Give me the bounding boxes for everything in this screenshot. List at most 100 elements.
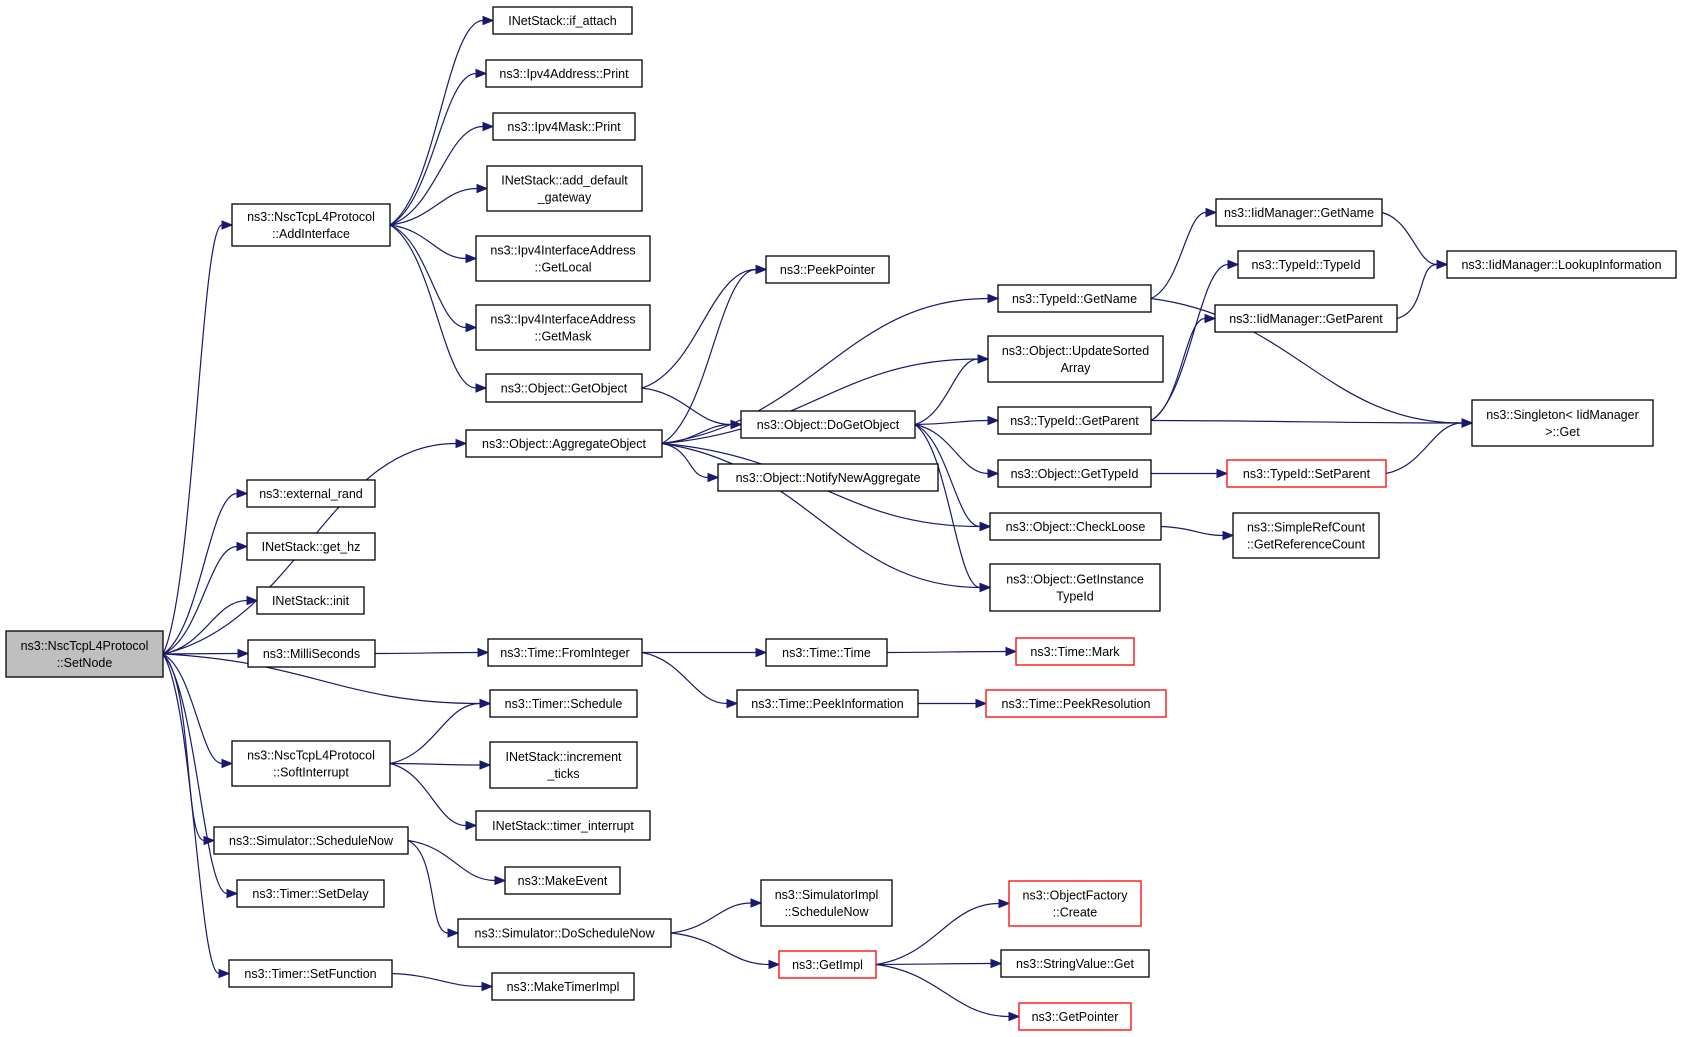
node-label-singleton_get-line-0: ns3::Singleton< IidManager: [1486, 408, 1639, 422]
node-time_mark[interactable]: ns3::Time::Mark: [1015, 637, 1135, 666]
node-lookupinformation[interactable]: ns3::IidManager::LookupInformation: [1446, 250, 1677, 279]
edge-aggregateobject-to-peekpointer: [661, 268, 757, 445]
node-peekinformation[interactable]: ns3::Time::PeekInformation: [736, 689, 919, 718]
node-doschedulenow[interactable]: ns3::Simulator::DoScheduleNow: [457, 918, 672, 948]
node-label-getobject-line-0: ns3::Object::GetObject: [501, 382, 628, 396]
node-timer_schedule[interactable]: ns3::Timer::Schedule: [489, 689, 638, 718]
node-box-timer_interrupt: [475, 810, 651, 841]
node-box-iid_getparent: [1214, 304, 1398, 333]
node-dogetobject[interactable]: ns3::Object::DoGetObject: [740, 410, 916, 439]
edge-softinterrupt-to-timer_schedule: [389, 702, 481, 765]
node-makeevent[interactable]: ns3::MakeEvent: [504, 866, 621, 895]
node-iid_getparent[interactable]: ns3::IidManager::GetParent: [1214, 304, 1398, 333]
node-label-objectfactory_create-line-0: ns3::ObjectFactory: [1023, 889, 1129, 903]
node-addinterface[interactable]: ns3::NscTcpL4Protocol::AddInterface: [231, 203, 391, 247]
node-setfunction[interactable]: ns3::Timer::SetFunction: [228, 959, 393, 988]
arrowhead-aggregateobject-to-typeid_getname: [987, 293, 1000, 304]
arrowhead-addinterface-to-if_attach: [482, 15, 495, 26]
node-peekresolution[interactable]: ns3::Time::PeekResolution: [985, 689, 1167, 718]
node-getreferencecount[interactable]: ns3::SimpleRefCount::GetReferenceCount: [1232, 512, 1380, 559]
edge-dogetobject-to-updatesortedarray: [914, 358, 979, 426]
node-box-simimpl_schedulenow: [760, 879, 893, 927]
node-box-iid_getname: [1215, 198, 1383, 227]
node-singleton_get[interactable]: ns3::Singleton< IidManager>::Get: [1471, 399, 1654, 447]
node-box-setdelay: [236, 879, 385, 908]
node-typeid_setparent[interactable]: ns3::TypeId::SetParent: [1226, 459, 1387, 488]
arrowhead-gettypeid-to-typeid_setparent: [1216, 468, 1229, 479]
node-box-peekpointer: [765, 255, 890, 284]
arrowhead-dogetobject-to-getinstancetypeid: [979, 582, 992, 593]
node-typeid_getname[interactable]: ns3::TypeId::GetName: [997, 284, 1152, 313]
node-timer_interrupt[interactable]: INetStack::timer_interrupt: [475, 810, 651, 841]
node-gettypeid[interactable]: ns3::Object::GetTypeId: [997, 459, 1152, 488]
edge-setnode-to-get_hz: [162, 545, 238, 655]
node-box-getobject: [485, 373, 643, 403]
node-getobject[interactable]: ns3::Object::GetObject: [485, 373, 643, 403]
node-milliseconds[interactable]: ns3::MilliSeconds: [247, 639, 376, 668]
node-getlocal[interactable]: ns3::Ipv4InterfaceAddress::GetLocal: [475, 235, 651, 282]
node-box-schedulenow: [213, 826, 409, 855]
node-label-iid_getname-line-0: ns3::IidManager::GetName: [1224, 206, 1374, 220]
node-ipv4addr_print[interactable]: ns3::Ipv4Address::Print: [485, 59, 643, 88]
node-setdelay[interactable]: ns3::Timer::SetDelay: [236, 879, 385, 908]
node-get_hz[interactable]: INetStack::get_hz: [246, 532, 376, 561]
node-increment_ticks[interactable]: INetStack::increment_ticks: [489, 741, 638, 789]
arrowhead-dogetobject-to-checkloose: [979, 521, 992, 532]
edge-setnode-to-init: [162, 599, 248, 655]
node-peekpointer[interactable]: ns3::PeekPointer: [765, 255, 890, 284]
node-typeid_typeid[interactable]: ns3::TypeId::TypeId: [1237, 250, 1375, 279]
edge-checkloose-to-getreferencecount: [1160, 525, 1224, 537]
node-iid_getname[interactable]: ns3::IidManager::GetName: [1215, 198, 1383, 227]
node-box-add_default_gateway: [486, 165, 643, 212]
node-maketimerimpl[interactable]: ns3::MakeTimerImpl: [491, 972, 635, 1001]
node-stringvalue_get[interactable]: ns3::StringValue::Get: [1000, 949, 1150, 978]
node-objectfactory_create[interactable]: ns3::ObjectFactory::Create: [1008, 880, 1142, 927]
node-label-softinterrupt-line-1: ::SoftInterrupt: [273, 766, 349, 780]
node-getimpl[interactable]: ns3::GetImpl: [778, 950, 877, 979]
node-schedulenow[interactable]: ns3::Simulator::ScheduleNow: [213, 826, 409, 855]
node-getmask[interactable]: ns3::Ipv4InterfaceAddress::GetMask: [475, 304, 651, 351]
node-label-checkloose-line-0: ns3::Object::CheckLoose: [1006, 520, 1146, 534]
node-box-ipv4mask_print: [492, 112, 636, 141]
node-box-time_mark: [1015, 637, 1135, 666]
node-notifynewaggregate[interactable]: ns3::Object::NotifyNewAggregate: [717, 463, 939, 492]
node-label-stringvalue_get-line-0: ns3::StringValue::Get: [1016, 957, 1134, 971]
node-time_time[interactable]: ns3::Time::Time: [765, 638, 888, 667]
node-aggregateobject[interactable]: ns3::Object::AggregateObject: [465, 429, 663, 458]
node-external_rand[interactable]: ns3::external_rand: [246, 479, 376, 508]
node-ipv4mask_print[interactable]: ns3::Ipv4Mask::Print: [492, 112, 636, 141]
node-label-typeid_getname-line-0: ns3::TypeId::GetName: [1012, 292, 1137, 306]
node-label-getmask-line-0: ns3::Ipv4InterfaceAddress: [490, 313, 635, 327]
node-label-getreferencecount-line-0: ns3::SimpleRefCount: [1247, 521, 1366, 535]
node-add_default_gateway[interactable]: INetStack::add_default_gateway: [486, 165, 643, 212]
node-init[interactable]: INetStack::init: [256, 586, 365, 615]
arrowhead-aggregateobject-to-notifynewaggregate: [707, 472, 720, 483]
arrowhead-softinterrupt-to-timer_interrupt: [465, 820, 478, 831]
node-getpointer[interactable]: ns3::GetPointer: [1018, 1002, 1132, 1031]
edge-setnode-to-external_rand: [162, 492, 238, 655]
node-box-ipv4addr_print: [485, 59, 643, 88]
arrowhead-setnode-to-aggregateobject: [455, 438, 468, 449]
node-label-setfunction-line-0: ns3::Timer::SetFunction: [244, 967, 376, 981]
node-checkloose[interactable]: ns3::Object::CheckLoose: [989, 512, 1162, 541]
node-box-getlocal: [475, 235, 651, 282]
node-label-get_hz-line-0: INetStack::get_hz: [262, 540, 361, 554]
node-box-softinterrupt: [231, 740, 391, 787]
node-typeid_getparent[interactable]: ns3::TypeId::GetParent: [997, 406, 1152, 435]
node-label-timer_schedule-line-0: ns3::Timer::Schedule: [505, 697, 623, 711]
node-if_attach[interactable]: INetStack::if_attach: [492, 6, 633, 35]
node-setnode[interactable]: ns3::NscTcpL4Protocol::SetNode: [5, 630, 164, 678]
node-label-simimpl_schedulenow-line-1: ::ScheduleNow: [784, 905, 869, 919]
node-frominteger[interactable]: ns3::Time::FromInteger: [487, 638, 643, 667]
node-label-notifynewaggregate-line-0: ns3::Object::NotifyNewAggregate: [736, 471, 921, 485]
node-label-getreferencecount-line-1: ::GetReferenceCount: [1247, 538, 1366, 552]
edge-getimpl-to-getpointer: [875, 963, 1010, 1018]
edge-addinterface-to-ipv4addr_print: [389, 72, 477, 226]
node-simimpl_schedulenow[interactable]: ns3::SimulatorImpl::ScheduleNow: [760, 879, 893, 927]
node-softinterrupt[interactable]: ns3::NscTcpL4Protocol::SoftInterrupt: [231, 740, 391, 787]
node-box-makeevent: [504, 866, 621, 895]
arrowhead-getimpl-to-getpointer: [1008, 1011, 1021, 1022]
